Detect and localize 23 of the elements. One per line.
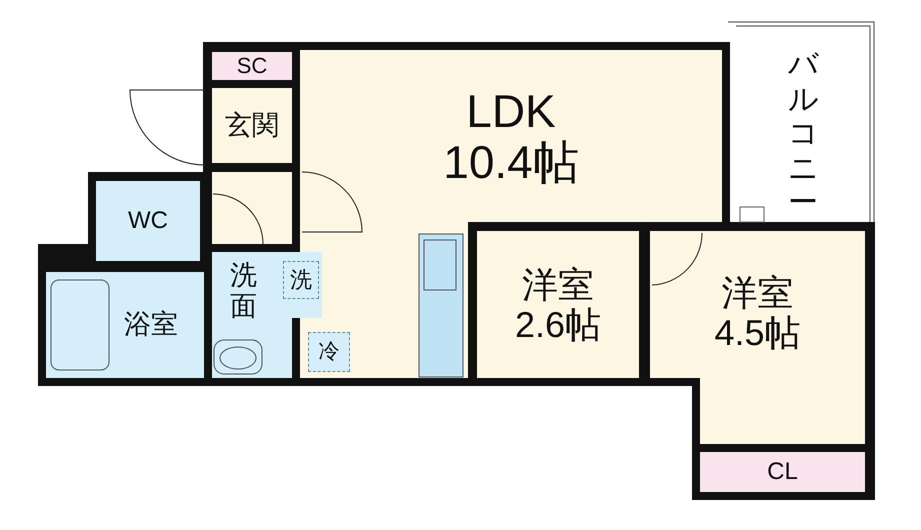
area-label: 10.4帖 (443, 136, 579, 188)
room-label: WC (128, 208, 168, 234)
room (650, 231, 865, 444)
washing-machine-space (283, 261, 319, 299)
room-label: CL (767, 458, 798, 486)
area-label: 2.6帖 (514, 304, 602, 344)
room-label: 洗 (290, 268, 312, 292)
room-label: LDK (466, 86, 556, 137)
room-label: 洋室 (722, 273, 794, 313)
room (96, 181, 200, 261)
refrigerator-space (308, 332, 350, 372)
closet (212, 52, 292, 80)
room-label: 玄関 (225, 110, 279, 140)
room-label: 浴室 (124, 310, 178, 340)
closet (700, 452, 865, 492)
area-label: 4.5帖 (714, 312, 801, 352)
room-label: 冷 (318, 340, 340, 364)
room-label: 洗面 (230, 260, 257, 322)
room (212, 88, 292, 163)
room-label: バルコニー (788, 48, 818, 220)
room-label: SC (236, 54, 268, 78)
room-label: 洋室 (522, 264, 594, 304)
room (46, 272, 204, 378)
